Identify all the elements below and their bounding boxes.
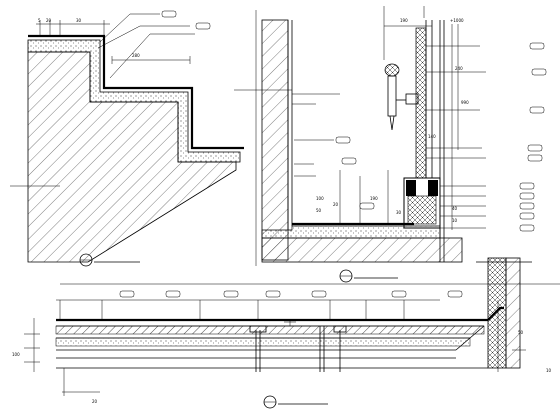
detail-1-stair-section: 5 20 30 280: [10, 10, 244, 267]
dim-label-b: 20: [46, 18, 52, 23]
dim-right-10: 10: [546, 368, 552, 373]
wall-brick-hatch: [261, 19, 289, 261]
dim-floor-d: 100: [316, 196, 324, 201]
dim-level: +1000: [450, 18, 464, 23]
dim-floor-h: 40: [452, 206, 458, 211]
floor-slab: [261, 237, 463, 263]
shower-fixture: [384, 63, 419, 131]
dim-label-a: 5: [38, 18, 41, 23]
dim-top: 190: [400, 18, 408, 23]
dim-floor-f: 190: [370, 196, 378, 201]
floor-band-hatch: [55, 325, 485, 335]
dim-right-a: 240: [455, 66, 463, 71]
dim-floor-e: 20: [333, 202, 339, 207]
detail-3-floor-section: 100: [12, 257, 552, 409]
dim-bottom-20: 20: [92, 399, 98, 404]
stair-stone-finish: [28, 34, 244, 150]
callout-tags-bottom: [119, 290, 463, 298]
dim-left-100: 100: [12, 352, 20, 357]
dim-mid-c: 140: [428, 134, 436, 139]
callout-tags-left: [335, 136, 375, 210]
dim-label-tread: 280: [132, 53, 140, 58]
detail-2-wall-floor-section: 190 +1000 240 990 140 100 20 190 30 40 5…: [234, 6, 547, 283]
dim-floor-i: 50: [316, 208, 322, 213]
stair-screed-layer: [27, 39, 241, 163]
glass-partition: [415, 27, 427, 179]
dim-right-50: 50: [518, 330, 524, 335]
dim-right-b: 990: [461, 100, 469, 105]
dim-label-c: 30: [76, 18, 82, 23]
dim-floor-g: 30: [396, 210, 402, 215]
callout-tags-right: [519, 42, 547, 232]
callout-tag: [161, 10, 211, 30]
anchor-bolts: [249, 325, 347, 372]
dim-floor-j: 10: [452, 218, 458, 223]
floor-band-speckle: [55, 337, 471, 347]
edge-block: [487, 257, 507, 369]
